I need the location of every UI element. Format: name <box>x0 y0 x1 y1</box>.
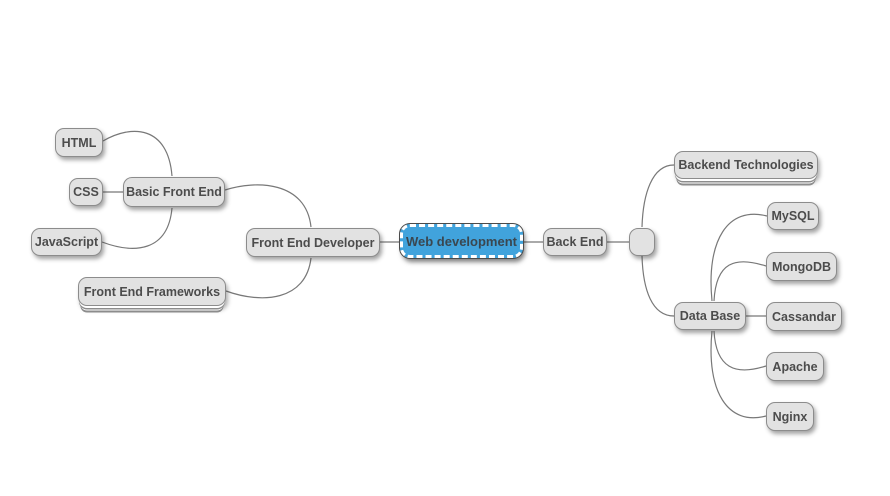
edge-data-base-mysql <box>710 213 768 302</box>
node-data-base[interactable]: Data Base <box>674 302 746 330</box>
node-basic-front-end[interactable]: Basic Front End <box>123 177 225 207</box>
node-apache[interactable]: Apache <box>766 352 824 381</box>
node-front-end-frameworks[interactable]: Front End Frameworks <box>78 277 226 306</box>
edge-junction-data-base <box>641 255 675 317</box>
node-backend-technologies[interactable]: Backend Technologies <box>674 151 818 179</box>
edge-basic-front-end-javascript <box>101 207 173 249</box>
node-css[interactable]: CSS <box>69 178 103 206</box>
edge-basic-front-end-html <box>102 130 173 177</box>
edge-data-base-apache <box>713 330 767 371</box>
node-html[interactable]: HTML <box>55 128 103 157</box>
node-cassandar[interactable]: Cassandar <box>766 302 842 331</box>
node-nginx[interactable]: Nginx <box>766 402 814 431</box>
node-mysql[interactable]: MySQL <box>767 202 819 230</box>
edge-junction-backend-technologies <box>641 164 675 228</box>
node-mongodb[interactable]: MongoDB <box>766 252 837 281</box>
edge-data-base-mongodb <box>713 261 767 302</box>
node-front-end-developer[interactable]: Front End Developer <box>246 228 380 257</box>
node-junction[interactable] <box>629 228 655 256</box>
edge-front-end-developer-front-end-frameworks <box>225 257 312 299</box>
node-web-development[interactable]: Web development <box>400 224 523 258</box>
node-javascript[interactable]: JavaScript <box>31 228 102 256</box>
edge-data-base-nginx <box>710 330 767 419</box>
edge-front-end-developer-basic-front-end <box>224 184 312 228</box>
node-back-end[interactable]: Back End <box>543 228 607 256</box>
